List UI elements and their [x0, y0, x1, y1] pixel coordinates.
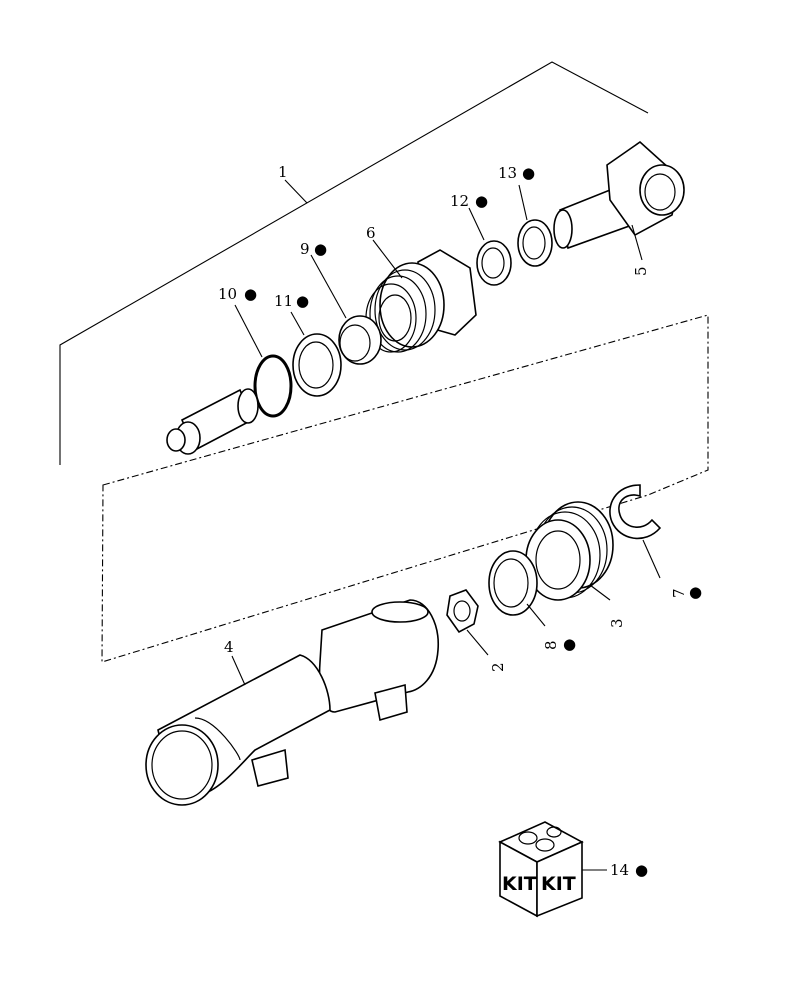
marker-11: ●	[296, 292, 309, 310]
part-14-kit-box: KIT KIT	[498, 821, 607, 918]
callout-4: 4	[224, 638, 234, 656]
part-13-ring	[517, 184, 553, 267]
assembly-bracket	[59, 61, 649, 465]
part-11-ring	[290, 311, 342, 397]
marker-9: ●	[314, 240, 327, 258]
callout-8: 8	[542, 640, 560, 650]
callout-12: 12	[450, 192, 469, 210]
kit-label-right: KIT	[541, 873, 576, 895]
marker-13: ●	[522, 164, 535, 182]
part-10-o-ring	[234, 304, 293, 418]
kit-label-left: KIT	[502, 873, 537, 895]
callout-14: 14	[610, 861, 629, 879]
exploded-view-frame	[101, 314, 709, 663]
part-4-barrel	[145, 599, 439, 806]
part-9-split-ring	[310, 254, 382, 365]
part-5-rod-eye	[553, 140, 685, 261]
callout-1: 1	[278, 163, 288, 181]
part-3-piston	[525, 501, 614, 601]
callout-10: 10	[218, 285, 237, 303]
callout-3: 3	[608, 618, 626, 628]
callout-6: 6	[366, 224, 376, 242]
marker-8: ●	[563, 635, 576, 653]
callout-13: 13	[498, 164, 517, 182]
part-7-split-ring	[609, 484, 662, 579]
part-8-ring	[488, 550, 546, 627]
callout-2: 2	[489, 662, 507, 672]
callout-9: 9	[300, 240, 310, 258]
part-6-gland-nut	[365, 239, 477, 353]
callout-11: 11	[274, 292, 293, 310]
part-12-ring	[468, 207, 512, 286]
callout-5: 5	[632, 266, 650, 276]
marker-10: ●	[244, 285, 257, 303]
marker-12: ●	[475, 192, 488, 210]
marker-7: ●	[689, 583, 702, 601]
part-2-nut	[446, 589, 489, 656]
piston-rod-stub	[166, 388, 259, 455]
marker-14: ●	[635, 861, 648, 879]
callout-7: 7	[670, 588, 688, 598]
